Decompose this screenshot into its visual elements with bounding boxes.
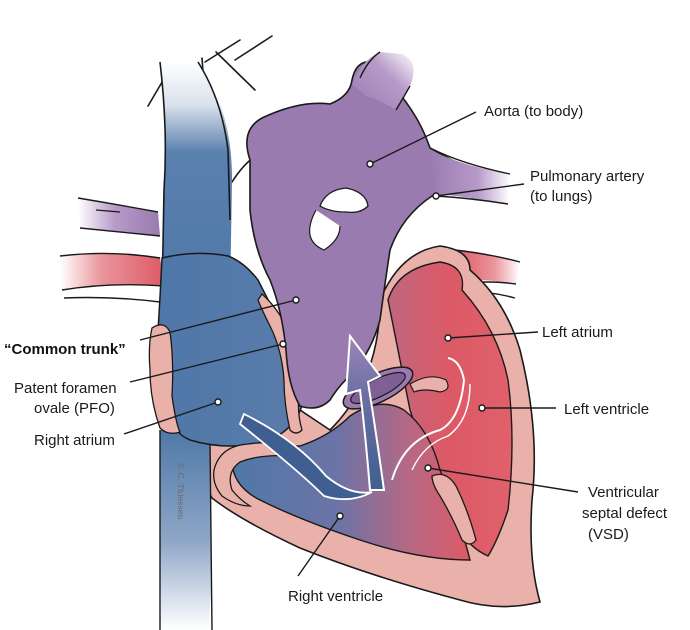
- label-common-trunk: “Common trunk”: [4, 341, 126, 358]
- leader-lines: [123, 111, 579, 577]
- label-left-ventricle: Left ventricle: [564, 401, 649, 418]
- label-pfo-line2: ovale (PFO): [34, 400, 115, 417]
- label-aorta: Aorta (to body): [484, 103, 583, 120]
- inferior-vena-cava: [160, 430, 212, 630]
- left-pulmonary-artery: [77, 197, 161, 237]
- label-pulmonary-artery-line2: (to lungs): [530, 188, 593, 205]
- label-vsd-line1: Ventricular: [588, 484, 659, 501]
- label-right-atrium: Right atrium: [34, 432, 115, 449]
- label-left-atrium: Left atrium: [542, 324, 613, 341]
- label-pfo-line1: Patent foramen: [14, 380, 117, 397]
- label-pulmonary-artery-line1: Pulmonary artery: [530, 168, 645, 185]
- pulmonary-artery: [430, 150, 510, 204]
- label-vsd-line3: (VSD): [588, 526, 629, 543]
- common-trunk: [246, 61, 472, 409]
- superior-vena-cava: [160, 62, 232, 300]
- blood-flow-arrows: [238, 333, 471, 501]
- ventricular-septum: [431, 473, 477, 545]
- labels: Aorta (to body) Pulmonary artery (to lun…: [4, 103, 668, 605]
- aortic-arch-gap: [319, 187, 369, 214]
- label-right-ventricle: Right ventricle: [288, 588, 383, 605]
- artist-signature: © C. Thiessen: [176, 462, 185, 519]
- left-pulmonary-veins: [59, 252, 166, 303]
- aorta: [352, 52, 414, 110]
- atrial-wall-flap: [409, 376, 449, 393]
- label-vsd-line2: septal defect: [582, 505, 668, 522]
